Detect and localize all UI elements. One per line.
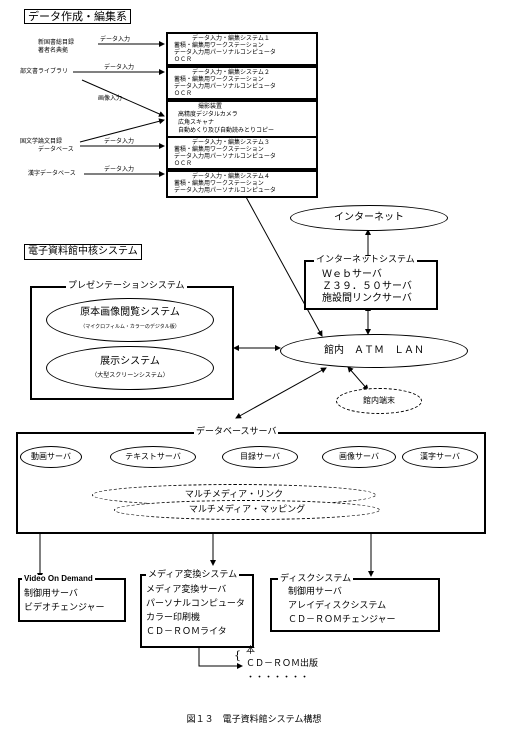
figure-caption: 図１３ 電子資料館システム構想: [186, 715, 322, 725]
input-label: 画像入力: [98, 95, 123, 102]
server-video: 動画サーバ: [20, 446, 82, 468]
vod-system: Video On Demand 制御用サーバ ビデオチェンジャー: [18, 575, 126, 622]
display-system: 展示システム （大型スクリーンシステム）: [46, 346, 214, 390]
internet-system: インターネットシステム Ｗｅｂサーバ Ｚ３９．５０サーバ 施設間リンクサーバ: [304, 256, 438, 310]
output-etc: ・・・・・・・: [246, 673, 310, 683]
server-kanji: 漢字サーバ: [402, 446, 478, 468]
viewer-system: 原本画像閲覧システム （マイクロフィルム・カラーのデジタル版）: [46, 298, 214, 342]
output-book: 本: [246, 646, 256, 656]
server-image: 画像サーバ: [322, 446, 396, 468]
source-label: 国文学論文目録: [20, 138, 63, 145]
disk-system: ディスクシステム 制御用サーバ アレイディスクシステム ＣＤ－ＲＯＭチェンジャー: [270, 575, 440, 632]
data-creation-title: データ作成・編集系: [24, 9, 131, 24]
server-catalog: 目録サーバ: [222, 446, 298, 468]
source-label: 著者名典拠: [38, 47, 69, 54]
input-system-1: データ入力・編集システム１ 蓄積・編集用ワークステーション データ入力用パーソナ…: [166, 32, 318, 66]
internet-node: インターネット: [290, 205, 448, 231]
server-text: テキストサーバ: [110, 446, 196, 468]
source-label: データベース: [38, 146, 74, 153]
input-system-3: データ入力・編集システム３ 蓄積・編集用ワークステーション データ入力用パーソナ…: [166, 136, 318, 170]
core-system-title: 電子資料館中核システム: [24, 244, 142, 260]
atm-lan: 館内 ＡＴＭ ＬＡＮ: [280, 334, 468, 368]
source-label: 部文書ライブラリ: [20, 68, 69, 75]
input-label: データ入力: [104, 138, 135, 145]
multimedia-mapping: マルチメディア・マッピング: [114, 500, 380, 520]
source-label: 漢字データベース: [28, 170, 76, 177]
imaging-system: 撮影装置 高精度デジタルカメラ 広角スキャナ 自動めくり及び自動読みとりコピー: [166, 100, 318, 138]
media-conversion-system: メディア変換システム メディア変換サーバ パーソナルコンピュータ カラー印刷機 …: [140, 571, 254, 648]
input-label: データ入力: [104, 166, 135, 173]
terminal-node: 館内端末: [336, 388, 422, 414]
output-cdrom: ＣＤ－ＲＯＭ出版: [246, 659, 319, 669]
source-label: 新国書総目録: [38, 39, 75, 46]
input-label: データ入力: [100, 36, 131, 43]
input-system-4: データ入力・編集システム４ 蓄積・編集用ワークステーション データ入力用パーソナ…: [166, 170, 318, 198]
input-label: データ入力: [104, 64, 135, 71]
input-system-2: データ入力・編集システム２ 蓄積・編集用ワークステーション データ入力用パーソナ…: [166, 66, 318, 100]
output-brace: {: [234, 649, 241, 662]
